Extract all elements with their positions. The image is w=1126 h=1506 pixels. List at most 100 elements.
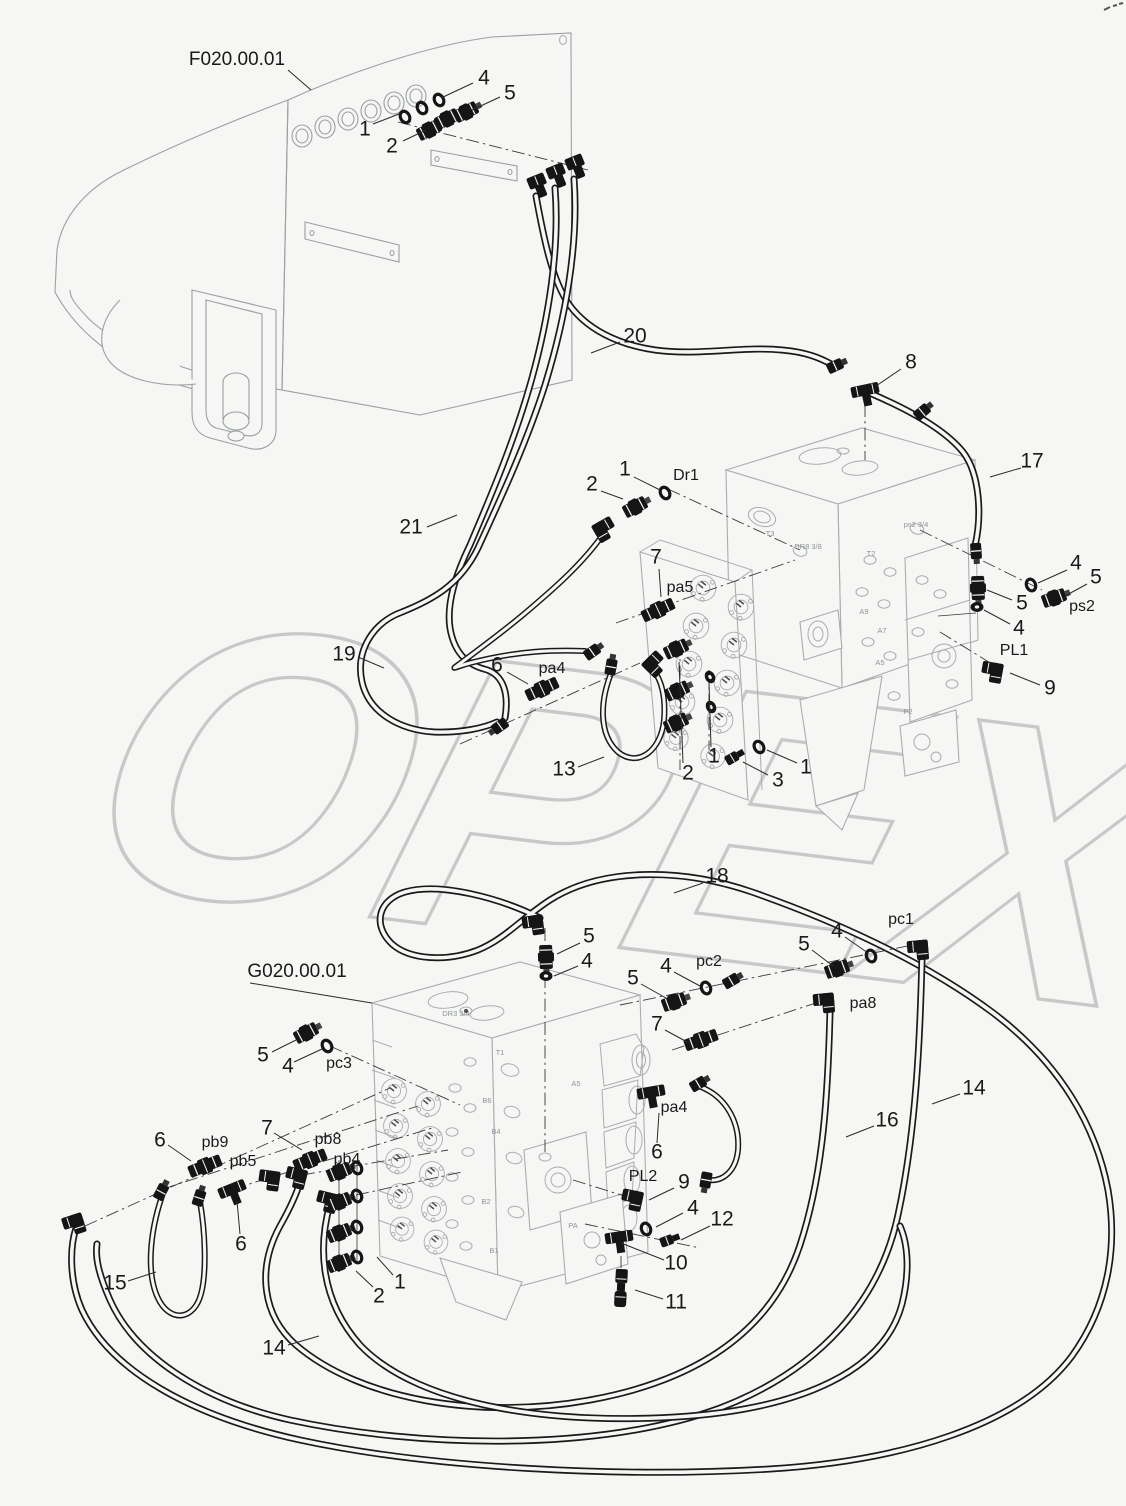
leader-line	[271, 1039, 297, 1053]
port-label: B4	[491, 1127, 500, 1136]
callout-label: pb4	[334, 1151, 361, 1168]
callout-label: 12	[710, 1208, 733, 1231]
leader-line	[648, 1187, 675, 1201]
upper-valve-block-drawing	[639, 427, 979, 831]
leader-line	[673, 882, 704, 894]
callout-label: 9	[1044, 677, 1056, 700]
leader-line	[983, 609, 1011, 625]
leader-line	[357, 656, 385, 669]
leader-line	[127, 1271, 157, 1282]
leader-line	[844, 936, 869, 954]
leader-line	[708, 681, 712, 748]
leader-line	[1037, 569, 1068, 584]
leader-line	[556, 942, 581, 955]
leader-line	[506, 671, 529, 685]
callout-label: 19	[332, 643, 355, 666]
callout-label: pc3	[326, 1055, 352, 1072]
port-label: T1	[496, 1048, 505, 1057]
callout-label: 17	[1020, 450, 1043, 473]
callout-label: ps2	[1069, 598, 1095, 615]
leader-line	[845, 1125, 875, 1138]
leader-line	[742, 761, 769, 776]
callout-label: 9	[678, 1171, 690, 1194]
leader-line	[402, 129, 427, 142]
leader-line	[376, 1256, 394, 1276]
callout-label: 4	[581, 950, 593, 973]
callout-label: pa4	[661, 1099, 688, 1116]
callout-label: 6	[491, 654, 503, 677]
leader-line	[1064, 583, 1088, 597]
leader-line	[249, 982, 373, 1004]
leader-line	[236, 1200, 241, 1235]
leader-line	[293, 1048, 323, 1063]
callout-label: 10	[664, 1252, 687, 1275]
callout-label: 4	[1013, 617, 1025, 640]
leader-line	[875, 368, 902, 387]
leader-line	[553, 965, 579, 977]
callout-label: F020.00.01	[189, 49, 285, 70]
callout-label: pb9	[202, 1134, 229, 1151]
callout-label: 5	[1016, 592, 1028, 615]
callout-label: 4	[687, 1197, 699, 1220]
callout-label: 14	[262, 1337, 286, 1360]
leader-line	[440, 82, 474, 99]
leader-line	[1009, 672, 1041, 686]
callout-label: G020.00.01	[247, 961, 346, 982]
leader-line	[590, 341, 621, 354]
callout-label: 1	[800, 756, 812, 779]
callout-label: pa5	[667, 579, 694, 596]
port-label: B2	[481, 1197, 490, 1206]
leader-line	[273, 1132, 303, 1151]
port-label: A5	[571, 1079, 580, 1088]
callout-label: 18	[705, 865, 728, 888]
callout-label: 1	[394, 1271, 406, 1294]
callout-label: pa8	[850, 995, 877, 1012]
callout-label: 6	[651, 1141, 663, 1164]
callout-label: 5	[257, 1044, 269, 1067]
callout-label: 15	[103, 1272, 126, 1295]
callout-label: 21	[399, 516, 422, 539]
leader-line	[673, 971, 701, 987]
callout-label: 4	[478, 67, 490, 90]
leader-line	[655, 1212, 684, 1228]
port-label: A7	[877, 626, 886, 635]
callout-label: pa4	[539, 660, 566, 677]
leader-line	[766, 749, 798, 764]
leader-line	[989, 467, 1022, 478]
callout-label: 4	[660, 955, 672, 978]
leader-line	[678, 661, 684, 764]
port-label: B6	[482, 1096, 491, 1105]
callout-label: pb5	[230, 1153, 257, 1170]
callout-label: pc1	[888, 911, 914, 928]
corner-mark	[1103, 2, 1124, 11]
callout-label: 7	[650, 546, 662, 569]
leader-line	[287, 69, 312, 91]
callout-label: 13	[552, 758, 575, 781]
callout-label: 2	[386, 135, 398, 158]
lower-valve-block-drawing	[369, 961, 651, 1321]
callout-label: PL1	[1000, 642, 1029, 659]
callout-label: 1	[619, 458, 631, 481]
callout-label: pc2	[696, 953, 722, 970]
callout-label: 5	[583, 925, 595, 948]
hydraulic-tank-drawing	[54, 32, 573, 450]
callout-label: 7	[261, 1117, 273, 1140]
leader-line	[167, 1144, 192, 1162]
port-label: A9	[859, 607, 868, 616]
callout-label: 7	[651, 1013, 663, 1036]
port-label: DR8 3/8	[794, 542, 822, 551]
callout-label: 5	[627, 967, 639, 990]
port-label: PA	[568, 1221, 577, 1230]
callout-label: 8	[905, 351, 917, 374]
leader-line	[600, 490, 624, 500]
callout-label: 1	[708, 745, 720, 768]
leader-line	[620, 1242, 665, 1261]
leader-line	[634, 1289, 664, 1300]
leader-line	[931, 1093, 961, 1105]
port-label: T2	[867, 549, 876, 558]
callout-label: 11	[665, 1291, 687, 1314]
